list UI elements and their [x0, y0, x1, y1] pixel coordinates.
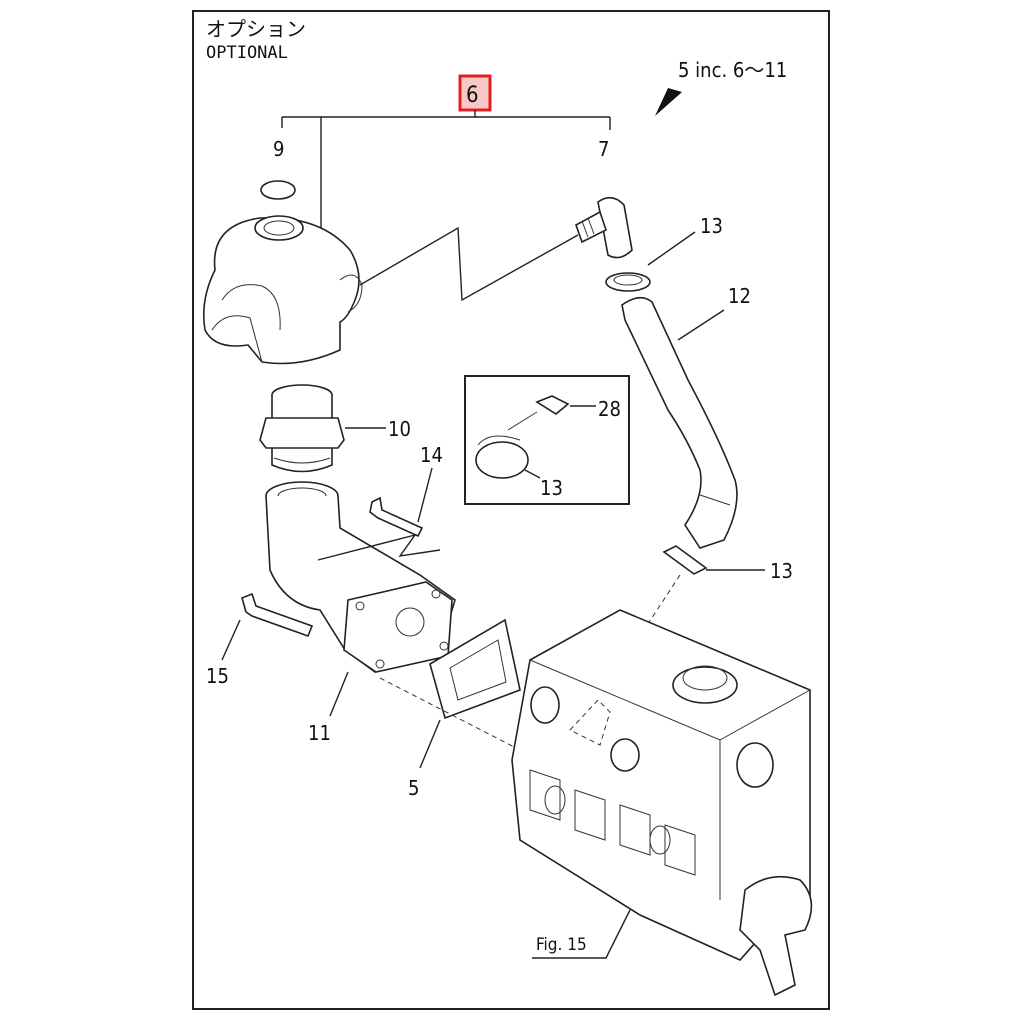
figure-leader: [532, 909, 631, 959]
callout-7[interactable]: 7: [598, 137, 609, 161]
bolt-14-part: [369, 496, 424, 538]
callout-28[interactable]: 28: [598, 397, 621, 421]
hose-alignment-line: [574, 574, 681, 736]
hose-part: [621, 296, 738, 549]
inset-detail-box: 28 13: [464, 375, 630, 505]
hose-clamp-upper-part: [605, 272, 651, 292]
bolt-15-part: [241, 592, 314, 638]
leader-14: [417, 467, 433, 523]
figure-reference[interactable]: Fig. 15: [536, 935, 587, 955]
callout-6-highlight[interactable]: 6: [458, 74, 492, 112]
o-ring-part: [260, 180, 296, 200]
title-japanese: オプション: [206, 17, 306, 41]
callout-6: 6: [466, 83, 479, 108]
leader-14-zig: [317, 533, 441, 561]
callout-10[interactable]: 10: [388, 417, 411, 441]
callout-12[interactable]: 12: [728, 284, 751, 308]
clip-part: [535, 395, 570, 415]
callout-15[interactable]: 15: [206, 664, 229, 688]
note-arrow-icon: [655, 88, 682, 116]
leader-5: [419, 719, 441, 769]
diagram-frame: [192, 10, 830, 1010]
nipple-part: [259, 384, 345, 473]
gasket-part: [429, 618, 521, 720]
clamp-detail-part: [475, 441, 529, 479]
hose-clamp-lower-part: [662, 545, 708, 575]
group-bracket: [281, 110, 611, 230]
leader-zigzag: [359, 226, 579, 302]
callout-13-lower[interactable]: 13: [770, 559, 793, 583]
title-english: OPTIONAL: [206, 43, 288, 63]
leader-12: [677, 309, 725, 341]
callout-9[interactable]: 9: [273, 137, 284, 161]
leader-11: [329, 671, 349, 717]
assembly-note: 5 inc. 6～11: [678, 58, 787, 82]
thermostat-cover-part: [202, 215, 363, 365]
elbow-fitting-part: [575, 196, 633, 259]
callout-11[interactable]: 11: [308, 721, 331, 745]
leader-13-upper: [647, 231, 696, 266]
callout-5[interactable]: 5: [408, 776, 419, 800]
callout-14[interactable]: 14: [420, 443, 443, 467]
cylinder-head-part: [511, 609, 813, 997]
callout-13-inset[interactable]: 13: [540, 476, 563, 500]
elbow-housing-part: [265, 481, 456, 673]
callout-13-upper[interactable]: 13: [700, 214, 723, 238]
leader-15: [221, 619, 241, 661]
